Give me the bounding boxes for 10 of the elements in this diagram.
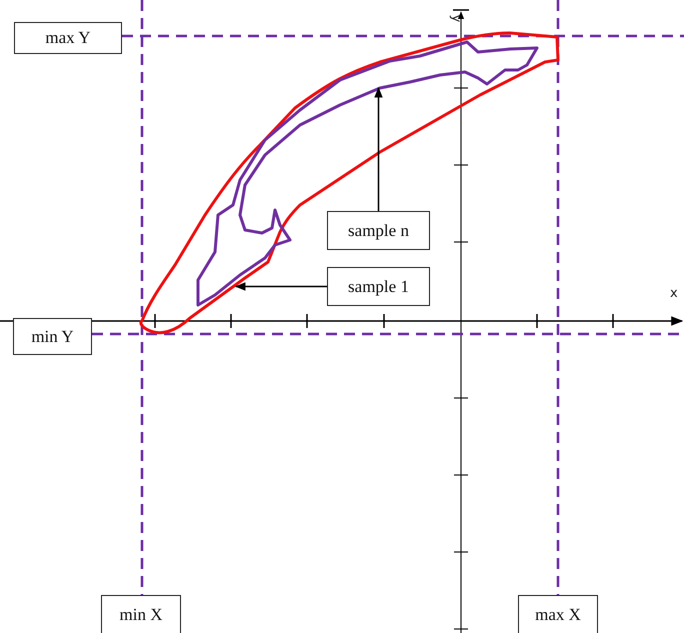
leader-line [374, 86, 383, 211]
axis-label: x [670, 287, 678, 300]
label-box: max Y [14, 22, 122, 54]
axis-label: y [449, 14, 462, 22]
label-box: min X [101, 595, 181, 633]
label-box: sample n [327, 211, 430, 250]
label-box: min Y [13, 318, 92, 355]
label-box: max X [518, 595, 598, 633]
label-box: sample 1 [327, 267, 430, 306]
leader-line [234, 282, 327, 291]
